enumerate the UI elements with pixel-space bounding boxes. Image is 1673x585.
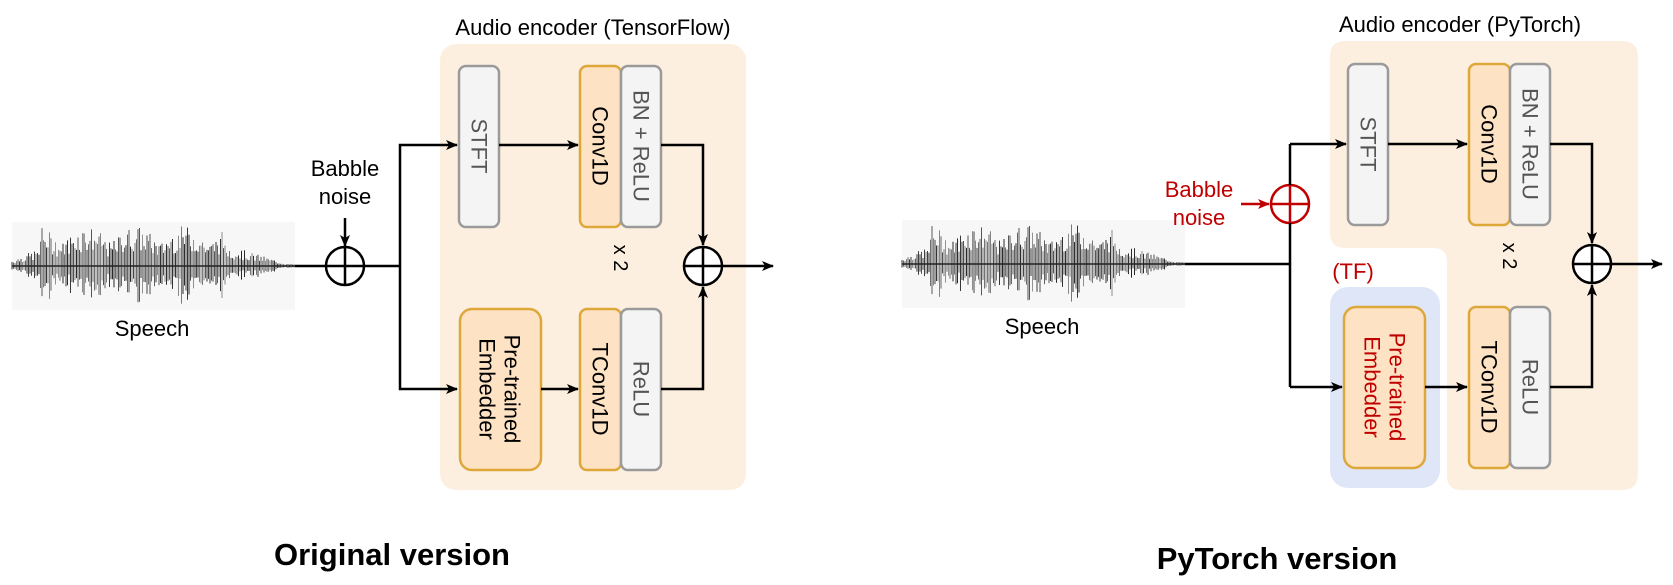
embedder-label: Pre-trained — [500, 335, 525, 444]
bn-relu-label-pytorch: BN + ReLU — [1518, 88, 1543, 200]
encoder-title: Audio encoder (TensorFlow) — [455, 15, 730, 40]
embedder-label-2: Embedder — [475, 338, 500, 440]
repeat-label-pytorch: x 2 — [1498, 243, 1520, 270]
babble-noise-label-2: noise — [319, 184, 372, 209]
embedder-label-pytorch-2: Embedder — [1360, 336, 1385, 438]
sum-node-output-pytorch — [1571, 243, 1613, 285]
speech-label-pytorch: Speech — [1005, 314, 1080, 339]
speech-waveform — [11, 222, 295, 310]
encoder-title-pytorch: Audio encoder (PyTorch) — [1339, 12, 1581, 37]
conv1d-label-pytorch: Conv1D — [1477, 104, 1502, 183]
tconv1d-label-pytorch: TConv1D — [1477, 341, 1502, 434]
pytorch-diagram: Audio encoder (PyTorch) Speech Babble no… — [901, 12, 1663, 576]
original-diagram: Audio encoder (TensorFlow) Speech Babble… — [11, 15, 774, 572]
embedder-label-pytorch: Pre-trained — [1385, 333, 1410, 442]
relu-label-pytorch: ReLU — [1518, 359, 1543, 415]
babble-noise-label-pytorch: Babble — [1165, 177, 1234, 202]
babble-noise-label: Babble — [311, 156, 380, 181]
babble-noise-label-pytorch-2: noise — [1173, 205, 1226, 230]
bn-relu-block — [619, 64, 663, 229]
speech-label: Speech — [115, 316, 190, 341]
conv1d-label: Conv1D — [588, 106, 613, 185]
repeat-label: x 2 — [609, 245, 631, 272]
bn-relu-label: BN + ReLU — [629, 90, 654, 202]
stft-label-pytorch: STFT — [1356, 117, 1381, 172]
caption-original: Original version — [274, 537, 510, 572]
sum-node-output — [682, 245, 724, 287]
relu-label: ReLU — [629, 361, 654, 417]
speech-waveform-pytorch — [901, 220, 1185, 308]
tconv1d-label: TConv1D — [588, 343, 613, 436]
audio-encoder-region-pytorch — [1330, 41, 1638, 490]
sum-node-noise — [324, 245, 366, 287]
caption-pytorch: PyTorch version — [1157, 541, 1398, 576]
sum-node-noise-pytorch — [1269, 183, 1311, 225]
tf-tag: (TF) — [1332, 259, 1374, 284]
stft-label: STFT — [467, 119, 492, 174]
stft-block — [457, 64, 501, 229]
